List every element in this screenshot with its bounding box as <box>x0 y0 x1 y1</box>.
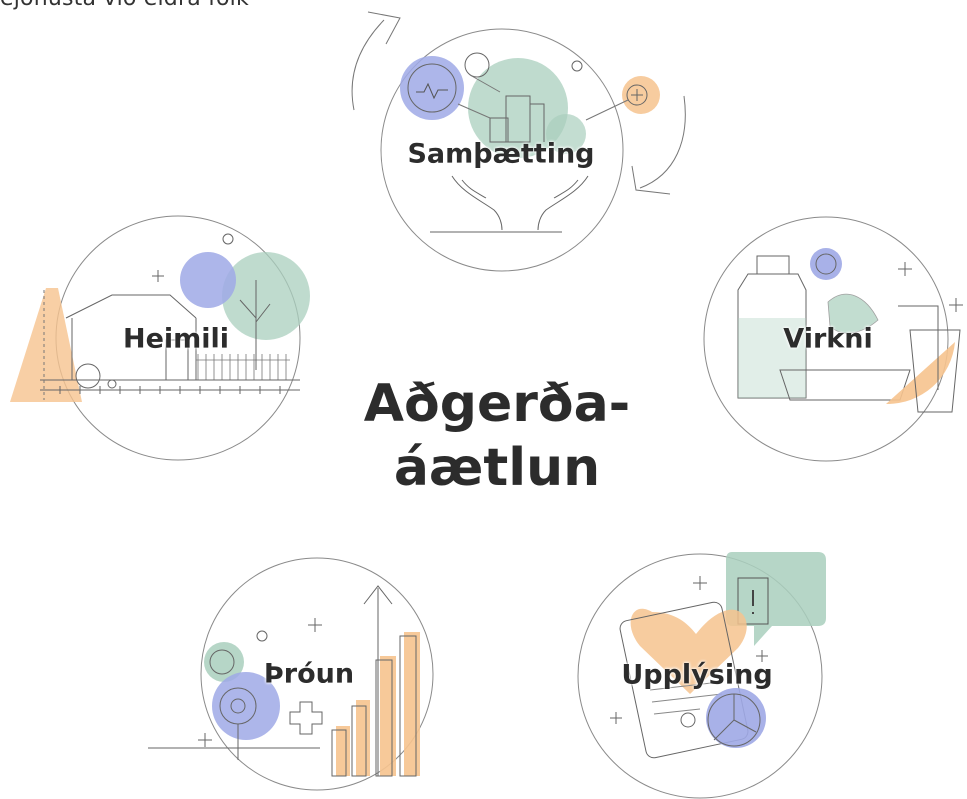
node-throun-illustration <box>148 557 434 791</box>
hub-title-line2: áætlun <box>393 438 601 498</box>
hub-title: Aðgerða- áætlun <box>362 372 632 500</box>
label-throun: Þróun <box>263 658 355 690</box>
label-sampaetting: Samþætting <box>407 138 595 170</box>
label-upplysing: Upplýsing <box>621 659 773 691</box>
label-virkni: Virkni <box>783 323 873 355</box>
node-heimili-illustration <box>10 215 310 461</box>
hub-title-line1: Aðgerða- <box>363 374 631 434</box>
node-virkni-illustration <box>703 216 963 462</box>
header-partial-text: ejónusta við eldra fólk <box>0 0 249 11</box>
node-upplysing-illustration <box>577 552 826 799</box>
label-heimili: Heimili <box>122 323 230 355</box>
node-sampaetting-illustration <box>351 11 686 272</box>
